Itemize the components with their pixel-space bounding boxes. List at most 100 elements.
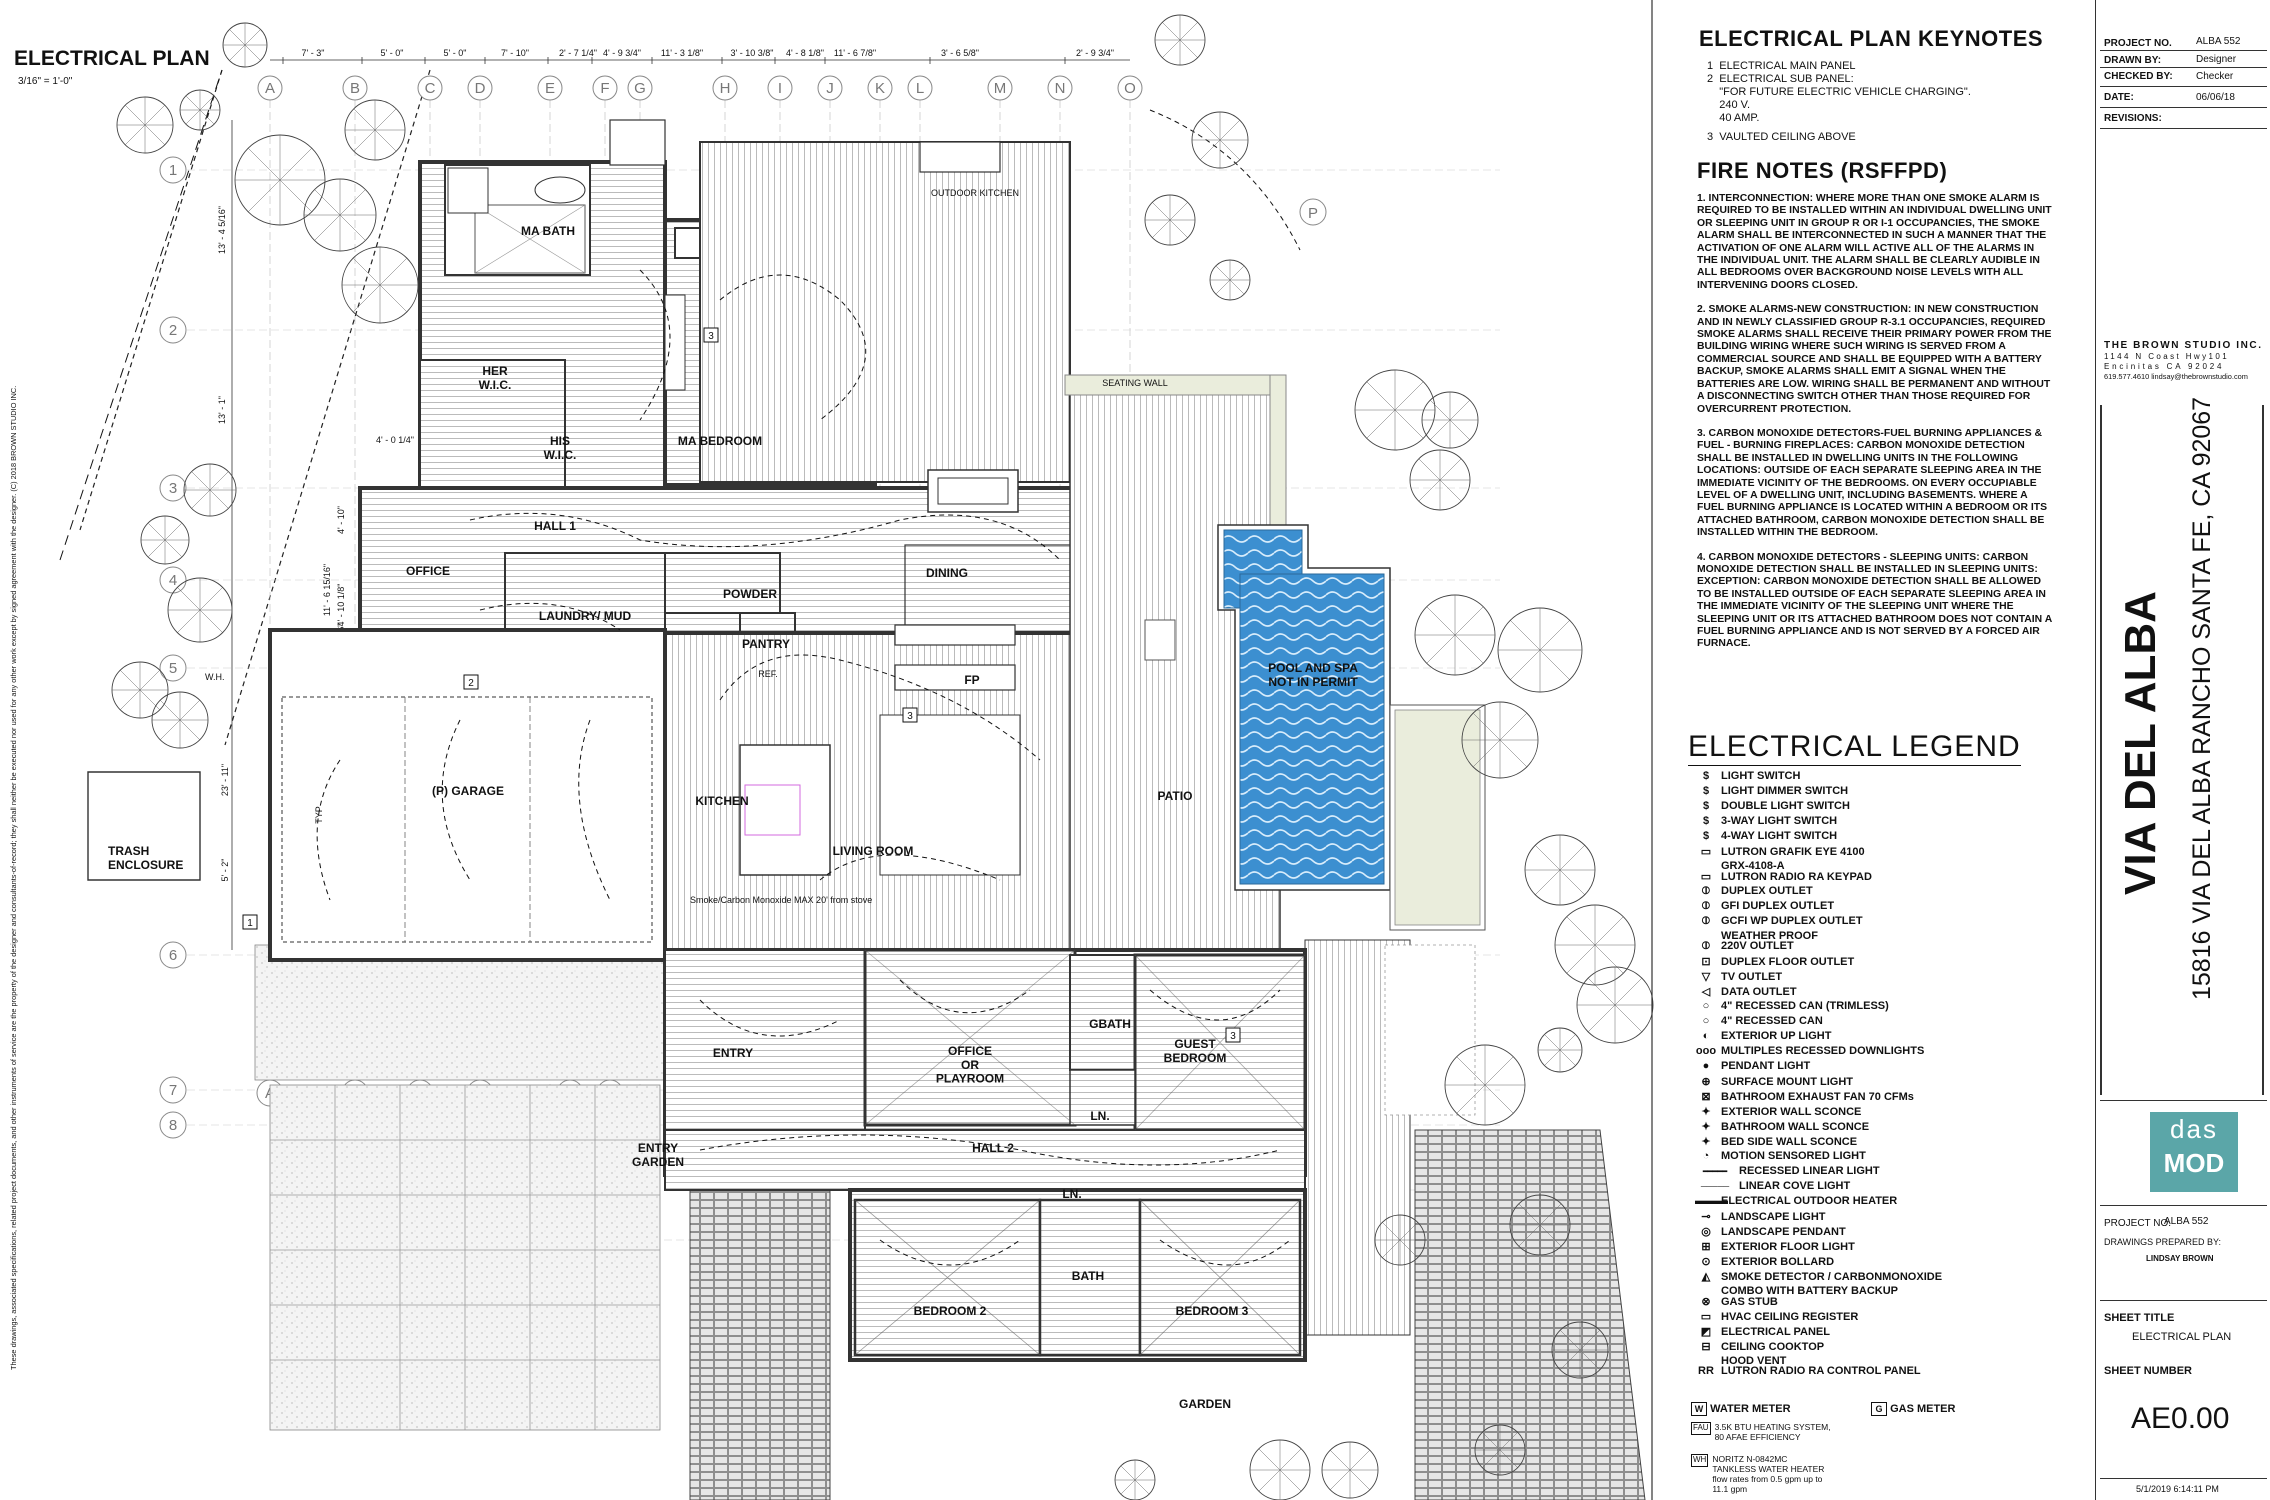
legend-label: 4" RECESSED CAN (TRIMLESS) (1721, 1000, 1889, 1012)
legend-item: WEATHER PROOF (1695, 930, 1818, 944)
dimension-top: 3' - 10 3/8" (731, 48, 774, 58)
logo-das: das (2170, 1114, 2218, 1144)
fire-notes: 1. INTERCONNECTION: WHERE MORE THAN ONE … (1697, 193, 2052, 663)
svg-text:1: 1 (247, 918, 253, 929)
legend-label: DOUBLE LIGHT SWITCH (1721, 800, 1850, 812)
svg-text:2: 2 (468, 678, 474, 689)
tb-drawn-by-label: DRAWN BY: (2104, 55, 2162, 66)
legend-label: GRX-4108-A (1721, 860, 1785, 872)
circuit-wiring (316, 109, 1301, 1266)
brick-paving-right (1414, 1129, 1646, 1500)
dimension-top: 7' - 3" (302, 48, 325, 58)
svg-text:3: 3 (907, 711, 913, 722)
dimension-left: 13' - 4 5/16" (217, 206, 227, 254)
tb-project-title: VIA DEL ALBA (2116, 591, 2165, 895)
legend-label: GAS STUB (1721, 1296, 1778, 1308)
grid-bubble-side: 6 (169, 947, 177, 964)
legend-item: ✦ EXTERIOR WALL SCONCE (1695, 1105, 1861, 1119)
tb-timestamp: 5/1/2019 6:14:11 PM (2136, 1484, 2219, 1494)
legend-label: LANDSCAPE PENDANT (1721, 1226, 1846, 1238)
water-meter-label: WATER METER (1710, 1403, 1791, 1415)
legend-item: $3-WAY LIGHT SWITCH (1695, 815, 1837, 829)
dimension-left: 13' - 1" (217, 396, 227, 424)
legend-label: PENDANT LIGHT (1721, 1060, 1811, 1072)
legend-item: ⊠BATHROOM EXHAUST FAN 70 CFMs (1695, 1090, 1914, 1104)
dasmod-logo: das MOD (2150, 1112, 2238, 1192)
tb-date-label: DATE: (2104, 92, 2134, 103)
tb-studio-addr1: 1144 N Coast Hwy101 (2104, 352, 2230, 361)
label-gbath: GBATH (1089, 1017, 1131, 1031)
legend-symbol-icon: ⊟ (1701, 1341, 1711, 1353)
tb-checked-by: Checker (2196, 71, 2234, 82)
legend-item: ⊸LANDSCAPE LIGHT (1695, 1210, 1825, 1224)
legend-label: 220V OUTLET (1721, 940, 1794, 952)
grid-bubble-top: M (994, 80, 1007, 97)
legend-label: 4-WAY LIGHT SWITCH (1721, 830, 1838, 842)
dimension-left: 4' - 10" (336, 506, 346, 534)
tb-project-address: 15816 VIA DEL ALBA RANCHO SANTA FE, CA 9… (2188, 396, 2216, 1000)
grid-bubble-side: 5 (169, 660, 177, 677)
legend-item: COMBO WITH BATTERY BACKUP (1695, 1285, 1898, 1299)
grid-bubble-top: O (1124, 80, 1136, 97)
tb-project-no-label: PROJECT NO. (2104, 38, 2172, 49)
legend-item: ⦶220V OUTLET (1695, 940, 1794, 954)
fau-line-1: 3.5K BTU HEATING SYSTEM, (1714, 1422, 1831, 1432)
grid-bubble-top: A (265, 80, 275, 97)
legend-item: $DOUBLE LIGHT SWITCH (1695, 800, 1850, 814)
landscape-trees (111, 14, 1654, 1500)
legend-symbol-icon: $ (1702, 770, 1710, 782)
legend-item: ▭LUTRON RADIO RA KEYPAD (1695, 870, 1872, 884)
fire-note-paragraph: 4. CARBON MONOXIDE DETECTORS - SLEEPING … (1697, 551, 2052, 650)
legend-symbol-icon: ◐ (1702, 1030, 1710, 1042)
legend-item: ⦶GFI DUPLEX OUTLET (1695, 900, 1834, 914)
legend-symbol-icon: ✦ (1701, 1106, 1711, 1118)
legend-symbol-icon: ◁ (1701, 986, 1711, 998)
copyright-note: These drawings, associated specification… (9, 386, 18, 1370)
legend-item: ◐EXTERIOR UP LIGHT (1695, 1030, 1832, 1044)
keynote-item: 40 AMP. (1707, 112, 1760, 124)
legend-symbol-icon: ✦ (1701, 1136, 1711, 1148)
legend-item: $4-WAY LIGHT SWITCH (1695, 830, 1837, 844)
grid-bubble-top: J (826, 80, 834, 97)
legend-item: ━━━━━RECESSED LINEAR LIGHT (1695, 1165, 1880, 1179)
label-laundry: LAUNDRY/ MUD (539, 609, 632, 623)
trash-enclosure (87, 771, 201, 881)
legend-symbol-icon: ⦶ (1702, 915, 1710, 927)
grid-bubble-p: P (1308, 205, 1318, 222)
dimension-left: 23' - 11" (220, 764, 230, 796)
legend-title: ELECTRICAL LEGEND (1688, 730, 2021, 766)
legend-label: SURFACE MOUNT LIGHT (1721, 1076, 1853, 1088)
legend-label: EXTERIOR WALL SCONCE (1721, 1106, 1862, 1118)
legend-label: GFI DUPLEX OUTLET (1721, 900, 1835, 912)
legend-symbol-icon: ▬▬▬ (1695, 1195, 1728, 1207)
grid-bubble-top: H (720, 80, 731, 97)
legend-item: ✦BATHROOM WALL SCONCE (1695, 1120, 1869, 1134)
fire-note-paragraph: 3. CARBON MONOXIDE DETECTORS-FUEL BURNIN… (1697, 427, 2048, 539)
label-pantry: PANTRY (742, 637, 790, 651)
dimension-top: 4' - 9 3/4" (603, 48, 641, 58)
legend-item: ▭HVAC CEILING REGISTER (1695, 1310, 1859, 1324)
tb-prepared-by: LINDSAY BROWN (2146, 1254, 2214, 1263)
legend-label: RECESSED LINEAR LIGHT (1739, 1165, 1880, 1177)
label-smoke-note: Smoke/Carbon Monoxide MAX 20' from stove (690, 895, 872, 905)
dimension-top: 11' - 6 7/8" (834, 48, 876, 58)
keynotes-title: ELECTRICAL PLAN KEYNOTES (1699, 26, 2044, 51)
dimension-left: 4' - 10 1/8" (336, 584, 346, 627)
legend-label: LUTRON RADIO RA CONTROL PANEL (1721, 1365, 1921, 1377)
legend-label: LIGHT DIMMER SWITCH (1721, 785, 1849, 797)
label-hall1: HALL 1 (534, 519, 576, 533)
label-fp: FP (964, 673, 979, 687)
legend-item: ○4" RECESSED CAN (TRIMLESS) (1695, 1000, 1889, 1014)
keynote-item: 2 ELECTRICAL SUB PANEL: (1707, 73, 1854, 85)
keynote-tags: 1 2 3 3 3 (242, 327, 1241, 1043)
label-ln1: LN. (1090, 1109, 1109, 1123)
keynote-item: 1 ELECTRICAL MAIN PANEL (1707, 60, 1856, 72)
legend-item: $LIGHT DIMMER SWITCH (1695, 785, 1848, 799)
grid-bubble-side: 3 (169, 480, 177, 497)
grid-bubble-top: E (545, 80, 555, 97)
legend-symbol-icon: ⊡ (1701, 956, 1711, 968)
